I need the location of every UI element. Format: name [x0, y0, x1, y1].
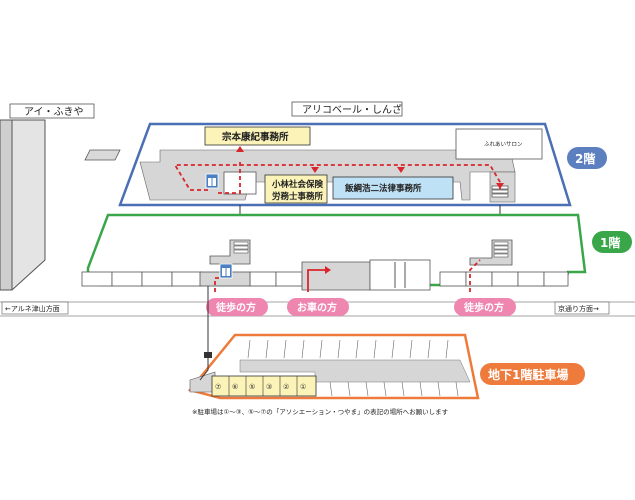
- car-label: お車の方: [297, 301, 337, 314]
- room-fureai-salon: [455, 128, 543, 160]
- stall-5: ⑤: [249, 383, 255, 391]
- stall-1: ①: [300, 383, 306, 391]
- left-building-label: アイ・ふきや: [24, 106, 84, 118]
- bridge-walkway: [84, 149, 121, 161]
- stall-6: ⑥: [232, 383, 238, 391]
- route-1f-walk: [214, 277, 220, 292]
- walk-right-label: 徒歩の方: [463, 301, 504, 314]
- floor-badge-2f-text: 2階: [575, 151, 595, 166]
- stairs-1f-left: [209, 239, 251, 265]
- stall-3: ③: [266, 383, 272, 391]
- stall-7: ⑦: [215, 383, 221, 391]
- elevator-icon-1f: [219, 263, 233, 279]
- parking-stalls-top: [247, 339, 449, 359]
- car-ramp: [301, 261, 371, 291]
- walk-right-pill: [454, 298, 516, 316]
- office-iizuna-label: 飯綱浩二法律事務所: [344, 183, 422, 194]
- floor-badge-1f-text: 1階: [600, 235, 620, 250]
- office-kobayashi-label-1: 小林社会保険: [271, 179, 324, 190]
- stall-2: ②: [283, 383, 289, 391]
- walk-left-label: 徒歩の方: [215, 301, 256, 314]
- office-kobayashi-label-2: 労務士事務所: [272, 191, 324, 202]
- car-pill: [287, 298, 349, 316]
- elevator-icon: [205, 173, 219, 189]
- route-1f-car: [307, 269, 325, 292]
- left-building: アイ・ふきや: [0, 103, 95, 291]
- floor-badge-b1-text: 地下1階駐車場: [488, 367, 568, 382]
- stairs-1f-right: [469, 239, 513, 266]
- parking-note: ※駐車場は①～③、⑤～⑦の「アソシエーション・つやま」の表記の場所へお願いします: [192, 407, 449, 416]
- second-floor: 宗本康紀事務所 ふれあいサロン 小林社会保険 労務士事務所 飯綱浩二法律事務所: [84, 122, 607, 207]
- center-building-label: アリコベール・しんざ: [302, 103, 402, 116]
- floor-badge-2f: [567, 147, 607, 169]
- office-kobayashi: [264, 174, 328, 204]
- floor-badge-b1: [480, 363, 585, 385]
- direction-left: ←アルネ津山方面: [5, 304, 60, 313]
- office-iizuna: [332, 176, 454, 200]
- room-fureai-salon-label: ふれあいサロン: [484, 141, 523, 148]
- garage-door: [369, 259, 431, 291]
- first-floor: 1階: [81, 213, 632, 292]
- direction-right: 京通り方面→: [558, 304, 599, 313]
- parking-stalls-bottom: [329, 381, 459, 397]
- office-munemoto-label: 宗本康紀事務所: [222, 131, 289, 143]
- floor-badge-1f: [592, 231, 632, 253]
- walk-left-pill: [206, 298, 268, 316]
- center-building-label-box: [291, 101, 403, 117]
- route-basement: [199, 358, 209, 381]
- basement-parking: ⑦ ⑥ ⑤ ③ ② ① 地下1階駐車場: [187, 333, 585, 400]
- left-building-label-box: [9, 103, 95, 119]
- association-stalls: [211, 375, 317, 397]
- route-2f: [173, 164, 501, 191]
- office-munemoto: [204, 126, 311, 146]
- route-1f-walk-right: [469, 259, 481, 292]
